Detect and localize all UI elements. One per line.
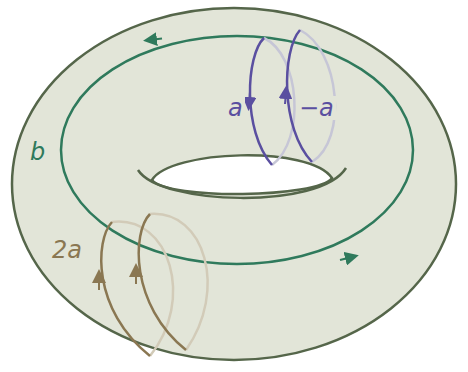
arrow-2a (135, 270, 137, 284)
arrow-b (150, 39, 162, 41)
arrow-2a (98, 276, 100, 290)
loop-2a-back (112, 222, 173, 356)
loop-label: −a (297, 96, 336, 120)
torus-hole (152, 155, 332, 194)
loop-label: 2a (50, 238, 84, 262)
loop-label: a (226, 96, 245, 120)
loop-a (250, 38, 272, 165)
arrow-minus-a (285, 92, 286, 104)
loop-2a (139, 214, 186, 350)
hole-rim (138, 168, 346, 198)
arrow-a (249, 92, 250, 104)
loop-label: b (28, 140, 47, 164)
loop-2a-back (150, 214, 208, 350)
arrow-b (340, 257, 352, 260)
loop-2a (101, 222, 150, 356)
torus-outline (12, 8, 456, 360)
loop-b (61, 36, 413, 264)
